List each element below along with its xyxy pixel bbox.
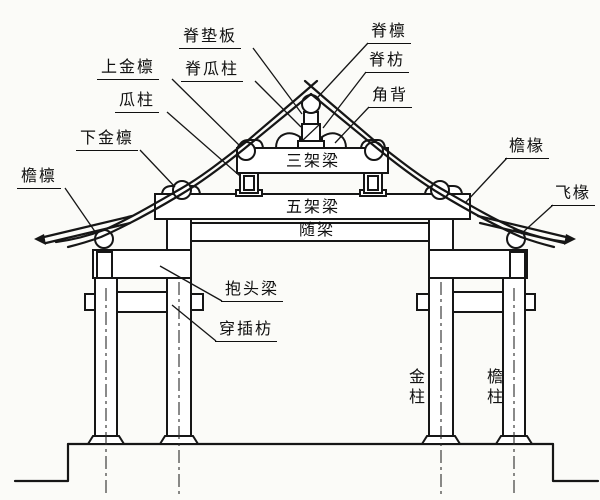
plinth xyxy=(420,435,462,445)
label-ridge-fang: 脊枋 xyxy=(365,51,410,73)
angle-brace-left xyxy=(274,132,301,149)
tie-beams xyxy=(84,249,536,313)
melon-post-detail xyxy=(243,175,255,191)
roof-line-right-lower xyxy=(309,92,556,249)
ridge-post-base xyxy=(297,140,325,149)
roof-line-left-lower xyxy=(66,92,313,249)
five-purlin-beam xyxy=(154,193,471,220)
label-five-purlin-beam: 五架梁 xyxy=(286,199,341,216)
leader-lines xyxy=(64,42,554,342)
label-ridge-board: 脊垫板 xyxy=(179,27,242,49)
purlin-block-left xyxy=(96,251,113,279)
label-chuancha-tie: 穿插枋 xyxy=(215,320,278,342)
platform-base xyxy=(13,442,600,483)
purlin-block-right xyxy=(509,251,526,279)
label-melon-post: 瓜柱 xyxy=(115,91,160,113)
label-eave-purlin: 檐檩 xyxy=(17,167,62,189)
label-upper-gold-purlin: 上金檩 xyxy=(97,58,160,80)
upper-gold-purlin-right xyxy=(364,141,384,161)
plinth xyxy=(158,435,200,445)
flying-rafter-left xyxy=(42,214,134,239)
flying-rafter-tip-right xyxy=(564,234,576,245)
tenon-stub xyxy=(190,293,204,311)
label-baotou-beam: 抱头梁 xyxy=(221,280,284,302)
label-three-purlin-beam: 三架梁 xyxy=(286,153,341,170)
melon-post-detail xyxy=(367,175,379,191)
label-flying-rafter: 飞椽 xyxy=(551,184,596,206)
roof-slopes xyxy=(34,79,576,249)
upper-gold-purlin-left xyxy=(236,141,256,161)
tenon-stub xyxy=(416,293,430,311)
ridge-fang-hatch xyxy=(301,123,321,142)
follow-beam xyxy=(190,222,430,242)
chuancha-tie-right xyxy=(452,291,504,313)
three-purlin-beam xyxy=(236,147,389,174)
tenon-stub xyxy=(84,293,96,311)
label-lower-gold-purlin: 下金檩 xyxy=(76,129,139,151)
label-ridge-post: 脊瓜柱 xyxy=(181,60,244,82)
ridge-assembly xyxy=(274,111,348,149)
label-gold-column: 金柱 xyxy=(406,368,423,408)
chuancha-tie-left xyxy=(116,291,168,313)
label-angle-brace: 角背 xyxy=(368,86,413,108)
label-eave-rafter: 檐椽 xyxy=(505,137,550,159)
label-eave-column: 檐柱 xyxy=(484,368,501,408)
flying-rafter-right xyxy=(476,214,568,239)
ridge-purlin xyxy=(301,94,321,114)
roof-line-left-upper xyxy=(54,79,319,244)
label-ridge-purlin: 脊檩 xyxy=(367,22,412,44)
flying-rafter-tip-left xyxy=(34,234,46,245)
label-follow-beam: 随梁 xyxy=(299,222,336,239)
tenon-stub xyxy=(524,293,536,311)
flying-rafter-left-lower xyxy=(44,221,132,245)
